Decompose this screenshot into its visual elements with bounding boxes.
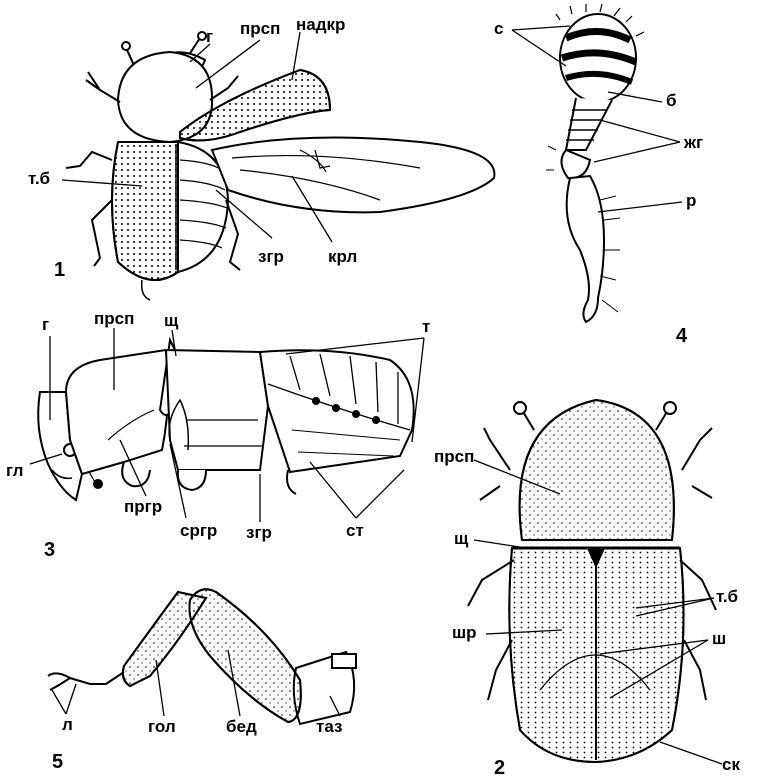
label-tergites-fig3: т [422, 318, 430, 335]
figure-number-4: 4 [676, 326, 687, 346]
label-pronotum-fig3: прсп [94, 310, 134, 327]
label-coxa-fig5: таз [316, 718, 342, 735]
label-declivity-fig2: ск [722, 756, 740, 773]
label-metathorax-fig1: згр [258, 248, 284, 265]
label-elytra-fig1: т.б [28, 170, 50, 187]
label-suture-fig2: шр [452, 624, 477, 641]
label-elytra-fig2: т.б [716, 588, 738, 605]
label-sternites-fig3: ст [346, 522, 364, 539]
antenna-funicle [566, 98, 612, 150]
label-pronotum-fig2: прсп [434, 448, 474, 465]
pronotum-lateral [66, 350, 168, 474]
hind-wing [212, 138, 494, 213]
label-elytron-fig1: надкр [296, 16, 345, 33]
leg-hind-right-2 [684, 640, 706, 700]
elytron-left [112, 142, 178, 280]
label-hindwing-fig1: крл [328, 248, 357, 265]
label-head-fig3: г [42, 316, 49, 333]
figure-number-3: 3 [44, 540, 55, 560]
label-prothorax-fig3: пргр [124, 498, 162, 515]
label-scape-fig4: р [686, 192, 696, 209]
label-mesothorax-fig3: сргр [180, 522, 217, 539]
tibia [123, 592, 206, 686]
label-scutellum-fig3: щ [164, 312, 178, 329]
label-eye-fig3: гл [6, 462, 23, 479]
label-setae-fig4: с [494, 20, 503, 37]
label-scutellum-fig2: щ [454, 530, 468, 547]
figure-number-1: 1 [54, 260, 65, 280]
label-tibia-fig5: гол [148, 718, 176, 735]
figure-3-beetle-lateral [38, 340, 413, 500]
leg-mid-left-2 [468, 560, 514, 606]
pronotum-2 [520, 400, 674, 540]
antenna-scape [567, 176, 604, 322]
figure-number-2: 2 [494, 758, 505, 778]
leg-fore-right [210, 76, 238, 100]
label-funicle-fig4: жг [684, 134, 703, 151]
claws [48, 673, 70, 690]
leg-hind-left-2 [488, 640, 512, 700]
label-claws-fig5: л [62, 716, 73, 733]
leg-hind-left [92, 200, 112, 266]
label-head-fig1: г [206, 28, 213, 45]
leg-fore-left [86, 72, 120, 102]
leg-mid-left [66, 152, 112, 168]
leg-mid-right-2 [680, 560, 716, 610]
label-club-fig4: б [666, 92, 677, 109]
figure-5-leg [48, 589, 356, 724]
figure-4-antenna [546, 4, 644, 322]
figure-2-beetle-dorsal [468, 400, 716, 762]
figure-number-5: 5 [52, 752, 63, 772]
thorax-lateral [166, 350, 268, 470]
label-femur-fig5: бед [226, 718, 257, 735]
label-pronotum-fig1: прсп [240, 20, 280, 37]
label-sutures-fig2: ш [712, 630, 726, 647]
leg-fore-right-2 [682, 428, 712, 498]
tarsus [70, 672, 124, 684]
label-metathorax-fig3: згр [246, 524, 272, 541]
